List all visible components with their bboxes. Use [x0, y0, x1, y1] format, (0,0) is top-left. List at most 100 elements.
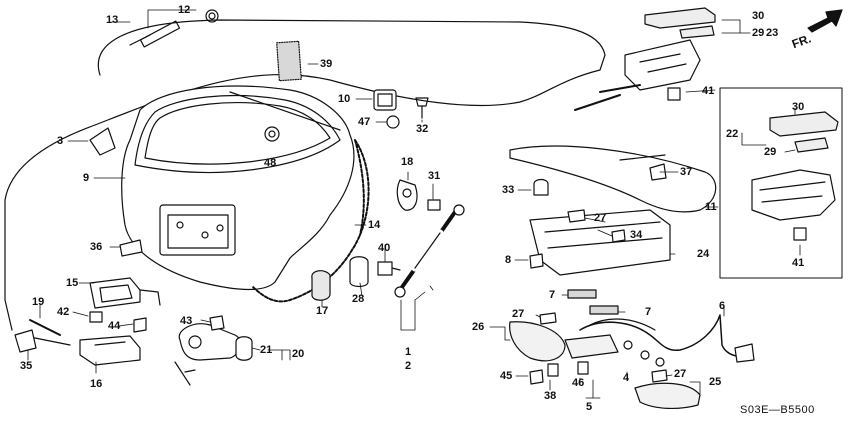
bolt-40	[377, 261, 393, 276]
stopper-17	[311, 270, 331, 301]
bracket-3	[89, 127, 116, 156]
callout-10[interactable]: 10	[338, 93, 351, 105]
bolt-44	[133, 317, 147, 333]
key-cylinder-12-13	[129, 9, 219, 48]
tailgate-spoiler-edge	[229, 91, 341, 131]
callout-40[interactable]: 40	[378, 242, 391, 254]
callout-42[interactable]: 42	[57, 306, 70, 318]
callout-27-b[interactable]: 27	[512, 308, 525, 320]
callout-44[interactable]: 44	[108, 320, 121, 332]
callout-8[interactable]: 8	[505, 254, 512, 266]
clip-36	[119, 239, 143, 257]
callout-15[interactable]: 15	[66, 277, 79, 289]
callout-41-inset[interactable]: 41	[792, 257, 805, 269]
callout-25[interactable]: 25	[709, 376, 722, 388]
bumper-10	[373, 89, 397, 111]
callout-17[interactable]: 17	[316, 305, 329, 317]
tailgate-panel	[121, 85, 355, 291]
callout-22[interactable]: 22	[726, 128, 739, 140]
callout-35[interactable]: 35	[20, 360, 33, 372]
clip-33	[533, 178, 549, 196]
callout-16[interactable]: 16	[90, 378, 103, 390]
bolt-45	[529, 369, 544, 385]
license-plate-recess	[159, 204, 236, 256]
cover-30	[644, 7, 716, 29]
release-cable	[4, 19, 606, 331]
bracket-18	[396, 179, 418, 211]
screw-32	[415, 97, 429, 107]
callout-31[interactable]: 31	[428, 170, 441, 182]
callout-37[interactable]: 37	[680, 166, 693, 178]
callout-47[interactable]: 47	[358, 116, 371, 128]
callout-21[interactable]: 21	[260, 344, 273, 356]
callout-7-a[interactable]: 7	[549, 289, 556, 301]
callout-41[interactable]: 41	[702, 85, 715, 97]
callout-46[interactable]: 46	[572, 377, 585, 389]
callout-11[interactable]: 11	[705, 201, 717, 213]
callout-26[interactable]: 26	[472, 321, 485, 333]
callout-9[interactable]: 9	[83, 172, 90, 184]
callout-27-a[interactable]: 27	[594, 212, 607, 224]
cap-21	[235, 336, 253, 361]
cable-end	[574, 94, 621, 111]
clip-47	[386, 115, 400, 129]
callout-38[interactable]: 38	[544, 390, 557, 402]
pad-39	[276, 40, 302, 82]
callout-36[interactable]: 36	[90, 241, 103, 253]
inset-bolt-41	[793, 227, 807, 241]
callout-27-c[interactable]: 27	[674, 368, 687, 380]
callout-13[interactable]: 13	[106, 14, 119, 26]
clip-8	[529, 253, 544, 269]
callout-30[interactable]: 30	[752, 10, 765, 22]
spacer-7b	[589, 305, 619, 315]
key	[174, 361, 196, 386]
callout-43[interactable]: 43	[180, 315, 193, 327]
callout-29[interactable]: 29	[752, 27, 765, 39]
callout-30-inset[interactable]: 30	[792, 101, 805, 113]
callout-5[interactable]: 5	[586, 401, 593, 413]
callout-18[interactable]: 18	[401, 156, 414, 168]
callout-1[interactable]: 1	[405, 346, 412, 358]
tailgate-window-outer	[134, 94, 341, 174]
callout-4[interactable]: 4	[623, 372, 630, 384]
clip-37	[649, 163, 667, 181]
callout-29-inset[interactable]: 29	[764, 146, 777, 158]
lock-cylinder	[178, 323, 242, 361]
tailgate-window-inner	[144, 102, 331, 165]
fr-arrow-shape	[807, 9, 843, 33]
lamp-25	[634, 382, 701, 409]
callout-2[interactable]: 2	[405, 360, 412, 372]
clip-27a	[567, 209, 586, 223]
latch-23	[624, 39, 701, 91]
callout-14[interactable]: 14	[368, 219, 381, 231]
bolt-43	[209, 315, 225, 331]
bolt-38	[547, 363, 559, 377]
bolt-46	[577, 361, 589, 375]
inset-cover-29	[794, 137, 829, 153]
spoiler-11	[509, 145, 717, 213]
callout-6[interactable]: 6	[719, 300, 726, 312]
callout-19[interactable]: 19	[32, 296, 45, 308]
callout-39[interactable]: 39	[320, 58, 333, 70]
callout-33[interactable]: 33	[502, 184, 515, 196]
rod-19	[29, 319, 61, 336]
callout-12[interactable]: 12	[178, 4, 191, 16]
callout-3[interactable]: 3	[57, 135, 64, 147]
callout-20[interactable]: 20	[292, 348, 305, 360]
bumper-28	[349, 256, 369, 288]
callout-34[interactable]: 34	[630, 229, 643, 241]
callout-32[interactable]: 32	[416, 123, 429, 135]
callout-24[interactable]: 24	[697, 248, 710, 260]
callout-7-b[interactable]: 7	[645, 306, 652, 318]
callout-28[interactable]: 28	[352, 293, 365, 305]
hinge-16	[79, 335, 141, 366]
clip-35	[14, 329, 37, 353]
callout-23[interactable]: 23	[766, 27, 779, 39]
callout-45[interactable]: 45	[500, 370, 513, 382]
callout-48[interactable]: 48	[264, 157, 277, 169]
clip-34	[611, 229, 626, 243]
reference-code: S03E—B5500	[740, 404, 815, 416]
inset-latch	[751, 169, 836, 221]
weatherstrip	[251, 139, 370, 303]
